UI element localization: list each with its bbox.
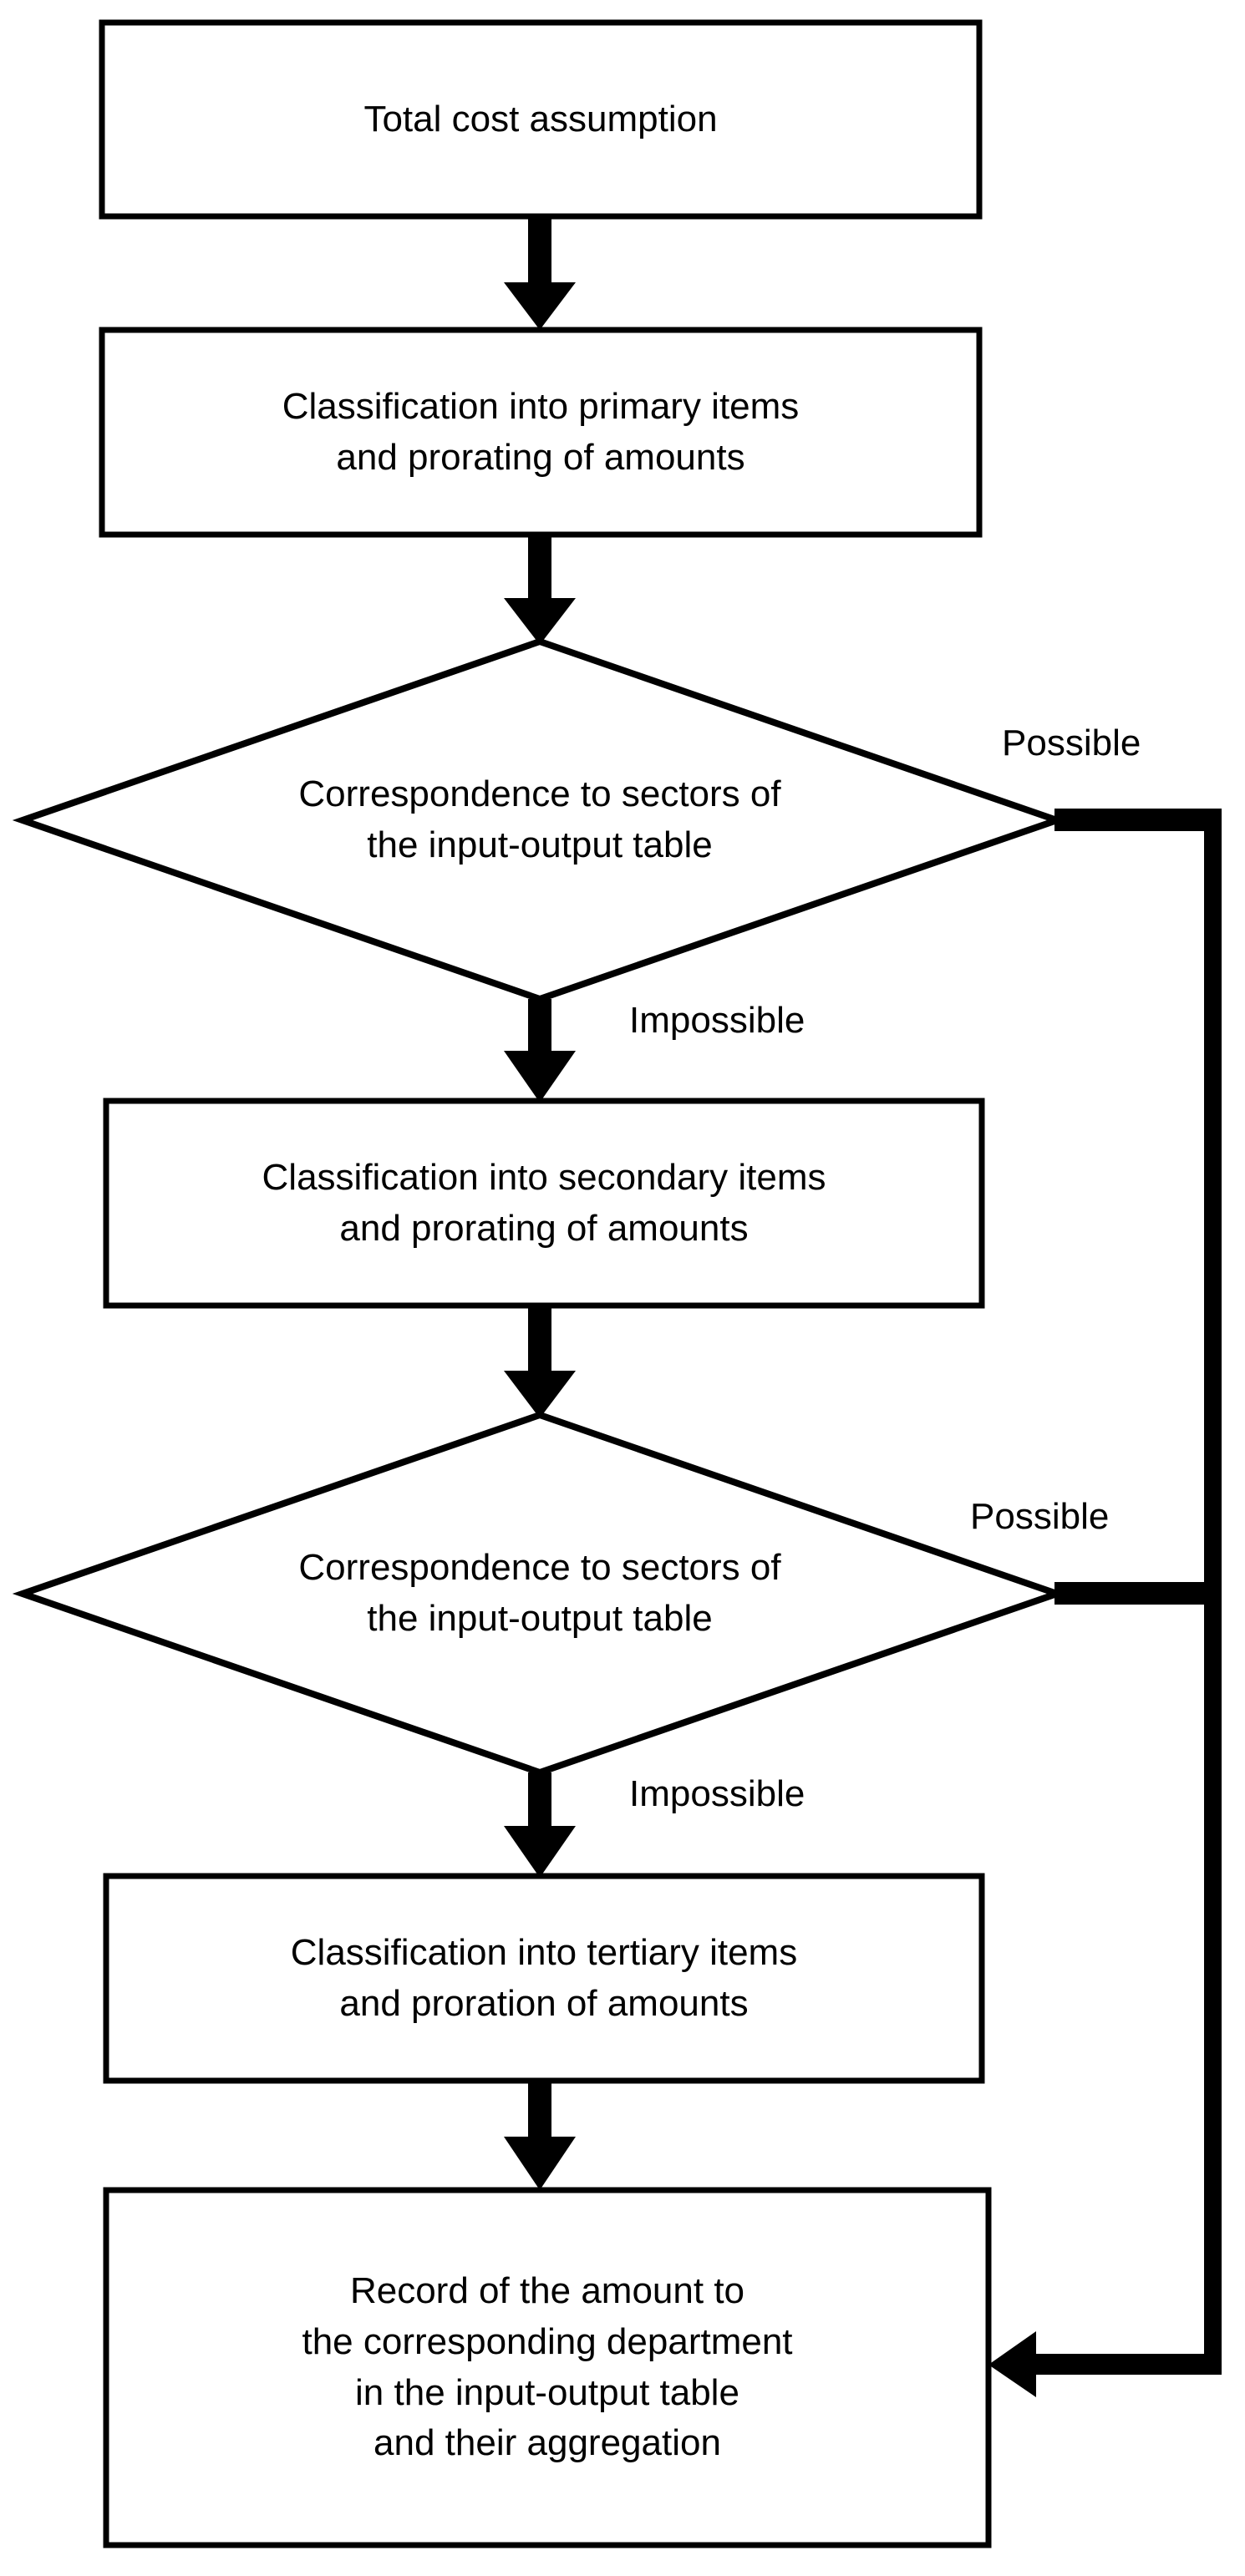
edge-total-cost-to-primary: [504, 216, 576, 330]
edge-tertiary-to-record: [504, 2081, 576, 2190]
edge-decision-1-possible: [1054, 809, 1222, 831]
node-shape-classification-secondary: [103, 1098, 985, 1309]
edge-right-rail-to-record: [988, 809, 1222, 2397]
edge-secondary-to-decision-2: [504, 1306, 576, 1418]
node-shape-classification-tertiary: [103, 1873, 985, 2084]
node-shape-record-amount: [103, 2187, 992, 2548]
edge-label-impossible-2: Impossible: [629, 1773, 805, 1814]
edge-label-impossible-1: Impossible: [629, 1000, 805, 1041]
node-shape-correspondence-decision-1: [12, 637, 1068, 1003]
edge-decision-2-possible: [1054, 1582, 1222, 1605]
node-shape-total-cost-assumption: [99, 19, 983, 220]
edge-label-possible-2: Possible: [970, 1496, 1110, 1537]
node-shape-correspondence-decision-2: [12, 1411, 1068, 1777]
edge-decision-2-impossible: [504, 1772, 576, 1878]
edge-decision-1-impossible: [504, 999, 576, 1103]
node-shape-classification-primary: [99, 327, 983, 538]
edge-label-possible-1: Possible: [1002, 723, 1141, 763]
edge-primary-to-decision-1: [504, 535, 576, 645]
